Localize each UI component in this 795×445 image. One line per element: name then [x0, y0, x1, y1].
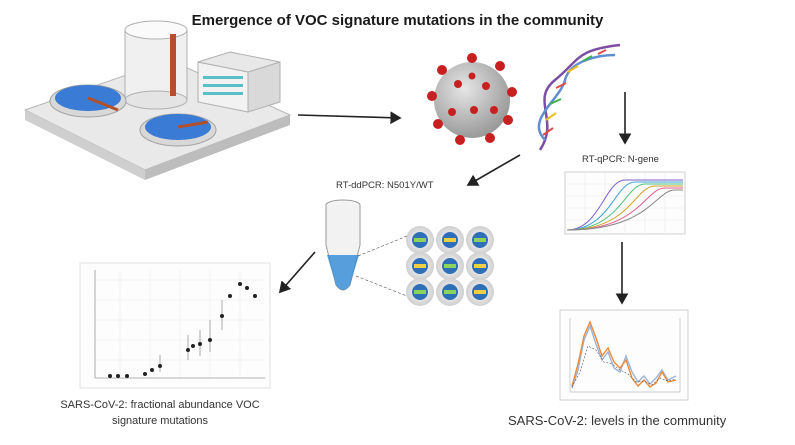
- caption-line-2: signature mutations: [112, 415, 208, 427]
- rt-ddpcr-label: RT-ddPCR: N501Y/WT: [336, 180, 434, 191]
- community-levels-plot: [559, 309, 689, 401]
- rna-helix-icon: [537, 43, 621, 151]
- droplet-wells-icon: [406, 226, 494, 306]
- zoom-line-bottom: [355, 275, 413, 299]
- treatment-plant-icon: [23, 20, 292, 180]
- pcr-tube-icon: [325, 199, 361, 291]
- arrow-virus-to-ddpcr: [466, 154, 521, 186]
- fractional-abundance-caption: SARS-CoV-2: fractional abundance VOC sig…: [40, 397, 280, 429]
- virus-icon: [427, 53, 517, 145]
- arrow-ddpcr-to-abundance: [278, 251, 316, 294]
- page-title: Emergence of VOC signature mutations in …: [191, 12, 604, 29]
- zoom-line-top: [357, 233, 413, 257]
- community-levels-caption: SARS-CoV-2: levels in the community: [508, 413, 727, 428]
- caption-line-1: SARS-CoV-2: fractional abundance VOC: [60, 399, 260, 411]
- fractional-abundance-plot: [79, 262, 271, 389]
- qpcr-amplification-plot: [564, 171, 686, 235]
- arrow-plant-to-virus: [297, 111, 402, 125]
- rt-qpcr-label: RT-qPCR: N-gene: [582, 154, 659, 165]
